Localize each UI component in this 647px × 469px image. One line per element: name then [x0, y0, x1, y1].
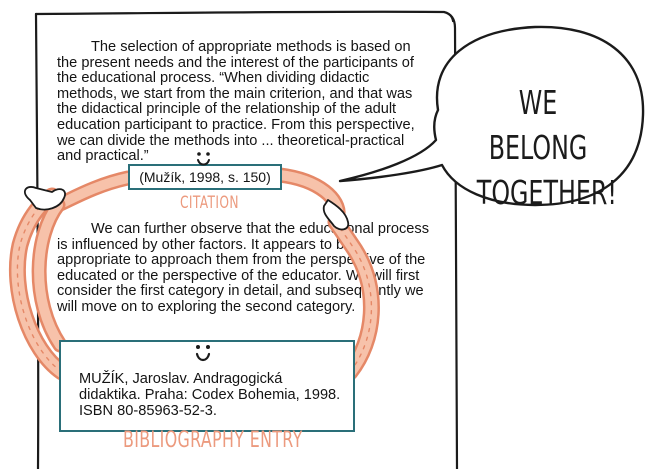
smiley-face-icon	[197, 152, 210, 166]
body-paragraph-1-text: The selection of appropriate methods is …	[57, 39, 415, 165]
bibliography-label: BIBLIOGRAPHY ENTRY	[123, 428, 303, 453]
citation-text: (Mužík, 1998, s. 150)	[139, 169, 271, 185]
body-paragraph-1: The selection of appropriate methods is …	[57, 39, 429, 165]
speech-bubble-line-2: TOGETHER!	[476, 173, 617, 212]
speech-bubble-text: WE BELONG TOGETHER!	[476, 80, 617, 215]
right-hand	[322, 199, 350, 231]
smiley-face-icon	[195, 345, 211, 362]
bibliography-box: MUŽÍK, Jaroslav. Andragogická didaktika.…	[59, 340, 355, 432]
citation-label: CITATION	[180, 193, 239, 213]
bibliography-text: MUŽÍK, Jaroslav. Andragogická didaktika.…	[79, 371, 341, 419]
left-hand	[23, 186, 66, 211]
body-paragraph-2-text: We can further observe that the educatio…	[57, 221, 430, 315]
speech-bubble-line-1: WE BELONG	[488, 83, 588, 167]
body-paragraph-2: We can further observe that the educatio…	[57, 221, 430, 316]
